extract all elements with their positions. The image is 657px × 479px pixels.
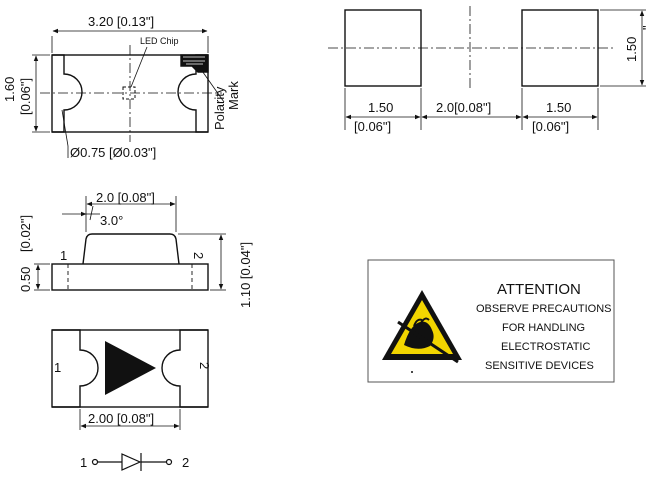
- attention-line-4: SENSITIVE DEVICES: [485, 360, 594, 372]
- polarity-triangle: [105, 341, 156, 395]
- pad-layout: [328, 6, 646, 130]
- side-pin1: 1: [60, 248, 67, 263]
- top-view: [32, 28, 225, 158]
- bottom-width-dim: 2.00 [0.08"]: [88, 411, 154, 426]
- polarity-label-1: Polarity: [212, 86, 227, 130]
- attention-line-1: OBSERVE PRECAUTIONS: [476, 303, 612, 315]
- polarity-label-2: Mark: [226, 81, 241, 110]
- side-base-height-dim: 0.50: [18, 267, 33, 292]
- top-height-dim-in: [0.06"]: [18, 78, 33, 115]
- attention-line-2: FOR HANDLING: [502, 322, 585, 334]
- top-length-dim: 3.20 [0.13"]: [88, 14, 154, 29]
- side-lens-height-dim: [0.02"]: [18, 215, 33, 252]
- top-height-dim-mm: 1.60: [2, 77, 17, 102]
- side-lens-dim: 2.0 [0.08"]: [96, 190, 155, 205]
- attention-line-3: ELECTROSTATIC: [501, 341, 590, 353]
- bottom-body-outline: [51, 329, 209, 408]
- pad2-width-in: [0.06"]: [532, 119, 569, 134]
- right-electrode: [177, 54, 208, 133]
- schematic-pin2: 2: [182, 455, 189, 470]
- diode-schematic: [91, 453, 173, 471]
- polarity-mark: [180, 54, 209, 73]
- led-chip-label: LED Chip: [140, 36, 179, 46]
- pad-height-mm: 1.50: [624, 37, 639, 62]
- pad2-width-mm: 1.50: [546, 100, 571, 115]
- side-lens: [82, 233, 180, 265]
- bottom-pin2: 2: [197, 362, 212, 369]
- esd-warning-label: [367, 259, 615, 383]
- side-pin2: 2: [191, 252, 206, 259]
- bottom-view: [51, 329, 209, 430]
- side-angle: 3.0°: [100, 213, 123, 228]
- bottom-left-electrode: [52, 329, 99, 408]
- attention-title: ATTENTION: [497, 281, 581, 298]
- pad-gap-dim: 2.0[0.08"]: [436, 100, 491, 115]
- hole-dim: Ø0.75 [Ø0.03"]: [70, 145, 156, 160]
- led-chip: [122, 86, 136, 100]
- bottom-pin1: 1: [54, 360, 61, 375]
- bottom-right-electrode: [161, 329, 208, 408]
- side-base: [51, 263, 209, 291]
- pad-width-mm: 1.50: [368, 100, 393, 115]
- pad-width-in: [0.06"]: [354, 119, 391, 134]
- left-electrode: [52, 54, 83, 133]
- side-view: [34, 196, 226, 291]
- pad-height-in: ": [640, 25, 655, 30]
- schematic-pin1: 1: [80, 455, 87, 470]
- side-total-height-dim: 1.10 [0.04"]: [238, 242, 253, 308]
